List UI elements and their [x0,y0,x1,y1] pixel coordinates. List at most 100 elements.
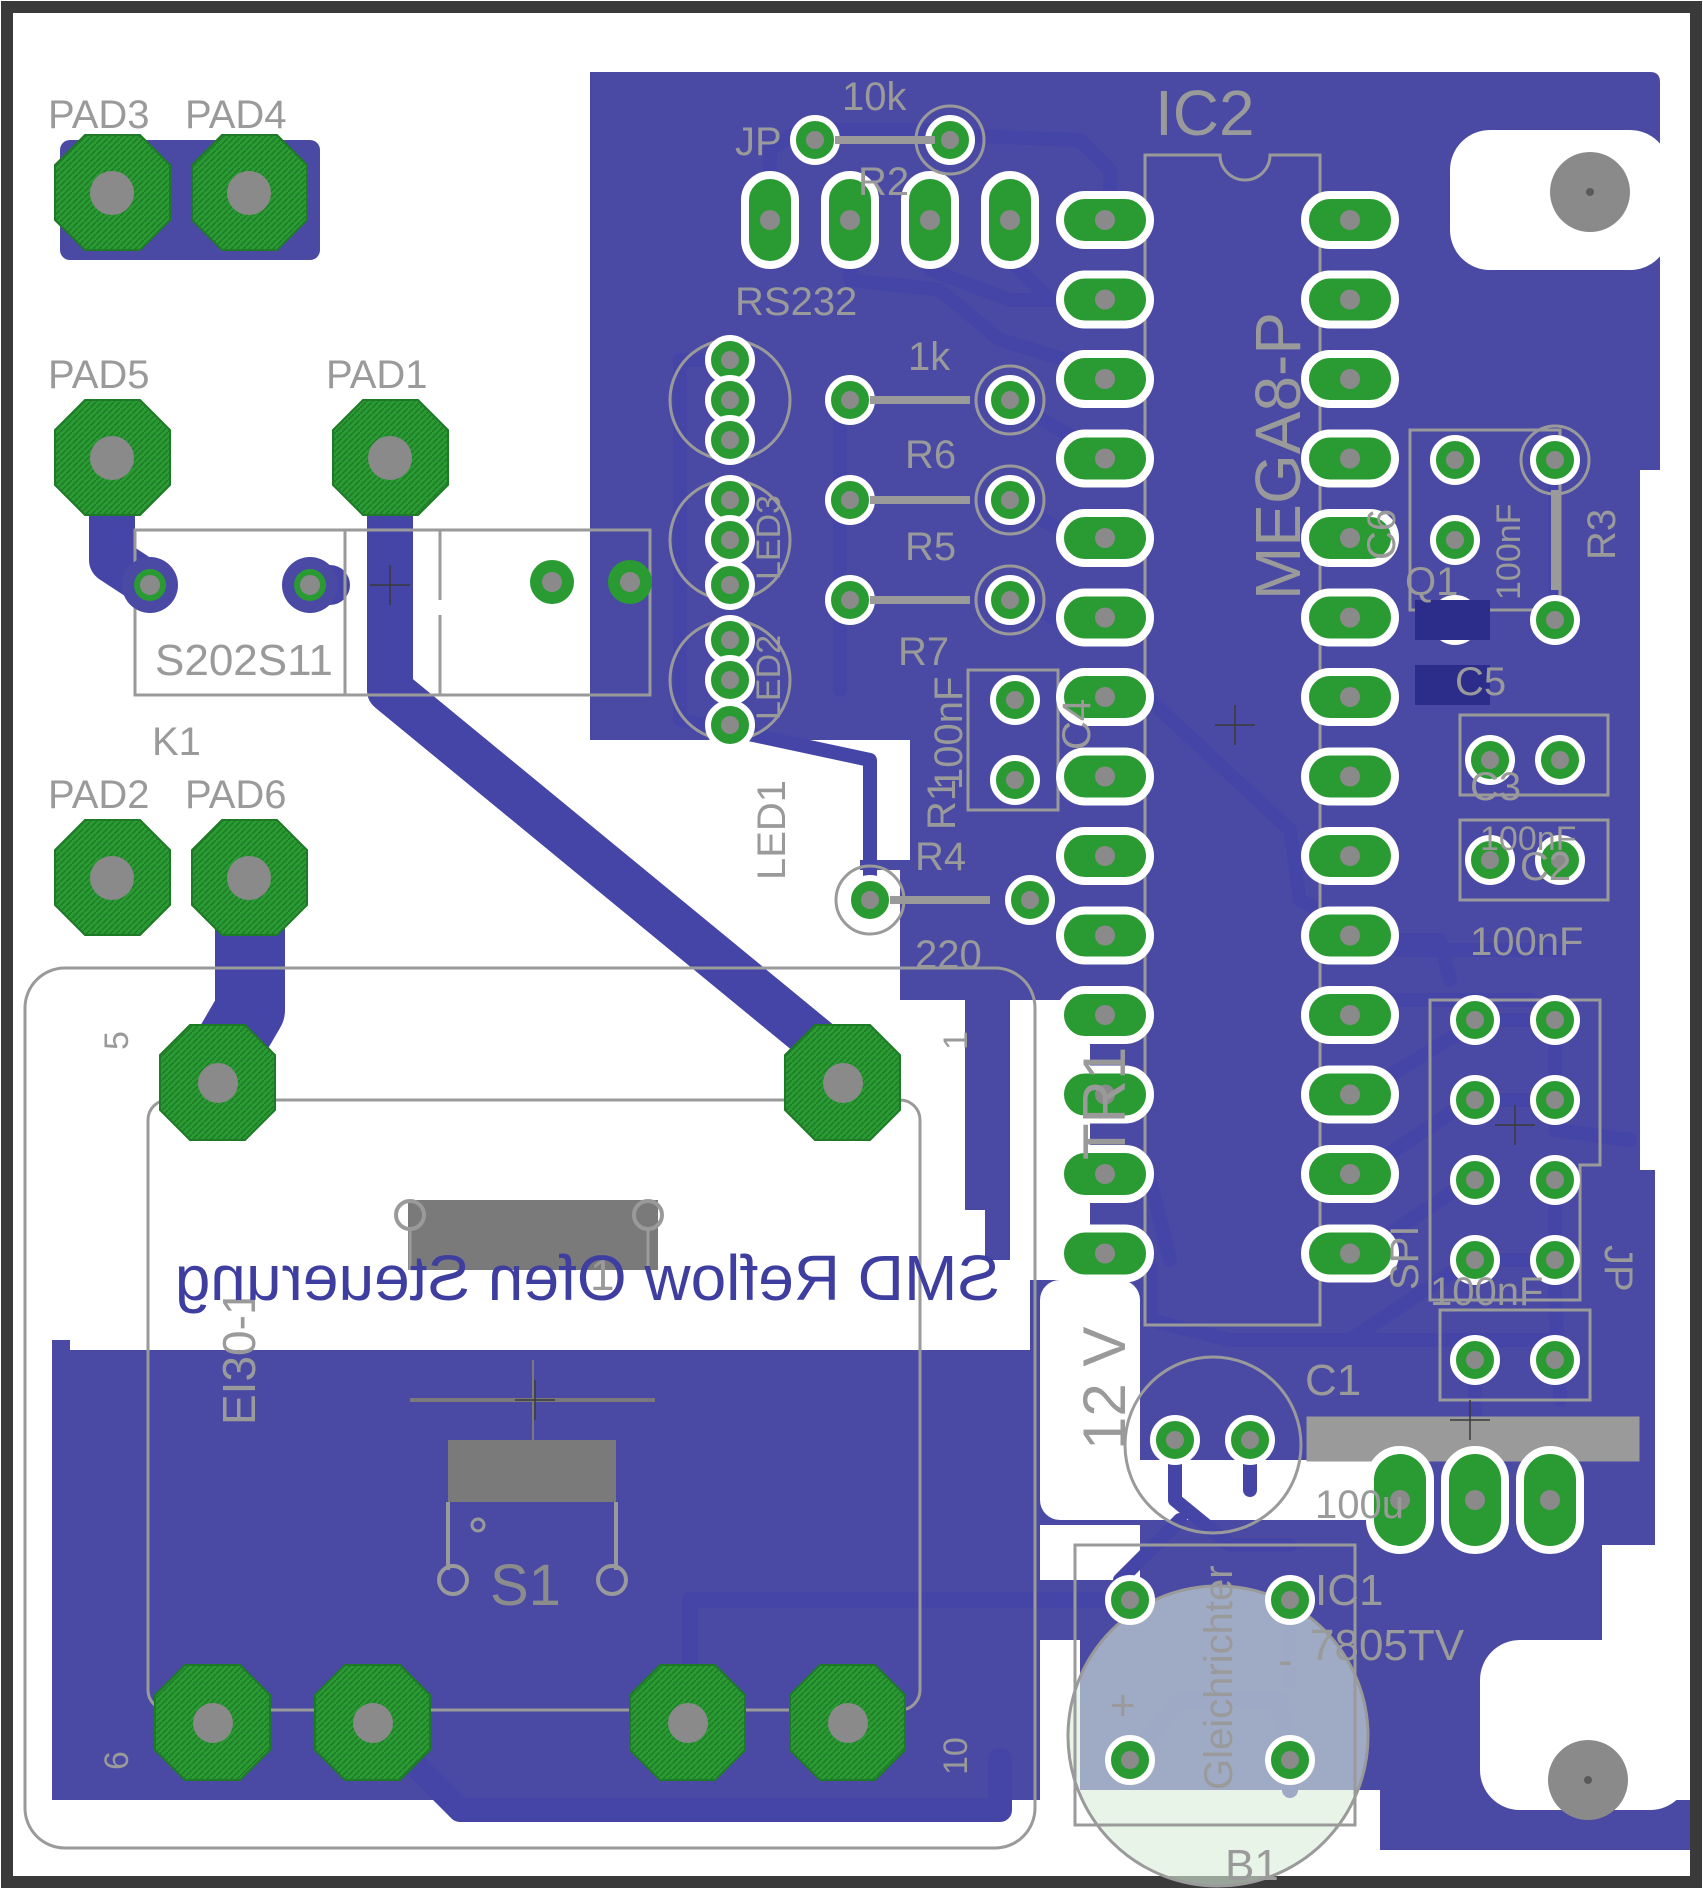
label-c100nf-a: 100nF [1490,504,1528,600]
label-led1: LED1 [750,780,794,880]
ic2-pin-right [1301,270,1399,329]
label-r220: 220 [915,933,982,977]
ic2-pin-right [1301,1145,1399,1203]
label-transformer: EI30-1 [213,1289,265,1425]
ic2-pin-right [1301,747,1399,806]
via-pad [1530,1235,1580,1285]
via-pad [990,675,1040,725]
via-pad [1530,1335,1580,1385]
via-pad [1465,835,1515,885]
ic2-pin-left [1056,350,1154,408]
via-pad [1530,1155,1580,1205]
via-pad [705,415,755,465]
ic2-pin-left [1056,509,1154,567]
via-pad [705,515,755,565]
label-ic2: IC2 [1155,77,1255,149]
label-c100nf-left: 100nF [927,677,971,790]
label-led2: LED2 [750,635,788,720]
label-pin6: 6 [98,1751,136,1770]
label-pad3: PAD3 [48,93,150,137]
via-pad [1530,1075,1580,1125]
transformer-pin-7 [314,1664,431,1781]
ic2-pin-left [1056,1145,1154,1203]
label-pad4: PAD4 [185,93,287,137]
transformer-pin-6 [154,1664,271,1781]
label-minus: - [1278,1636,1293,1685]
label-spi: SPI [1383,1226,1427,1290]
large-pads [54,134,1630,1820]
label-c6: C6 [1360,509,1404,560]
pad5-pad [54,399,171,516]
via-pad [1430,435,1480,485]
mounting-hole-bottom [1548,1740,1628,1820]
ic2-pin-left [1056,906,1154,965]
via-pad [1225,1415,1275,1465]
smd-capacitors [1415,600,1490,705]
rs232-header-pads [741,171,1039,269]
pad1-pad [332,399,449,516]
label-c4: C4 [1055,699,1099,750]
label-r6: R6 [905,433,956,477]
label-r2: R2 [858,160,909,204]
via-pad [825,375,875,425]
pad-ring [974,364,1046,436]
ic2-pin-left [1056,986,1154,1044]
label-pad6: PAD6 [185,773,287,817]
label-pin10: 10 [937,1737,975,1775]
via-pad [1530,595,1580,645]
label-b1: B1 [1225,1841,1279,1889]
origin-marks [370,565,1535,1440]
pad-ring [974,464,1046,536]
via-pad [985,475,1035,525]
label-k1: K1 [152,720,201,764]
via-pad [1105,1575,1155,1625]
via-pad [1265,1575,1315,1625]
label-r5: R5 [905,525,956,569]
regulator-pads [1366,1446,1584,1554]
via-pad [1430,515,1480,565]
via-pad [825,475,875,525]
label-s1: S1 [490,1553,561,1618]
resistor-bodies [835,136,1559,904]
pad3-pad [54,134,171,251]
label-c3: C3 [1470,765,1521,809]
ic2-pin-left [1056,191,1154,249]
via-pad [1450,1155,1500,1205]
label-ic1: IC1 [1315,1566,1383,1615]
via-pad [1005,875,1055,925]
ic2-pin-right [1301,827,1399,885]
transformer-pin-5 [159,1024,276,1141]
ic2-pin-right [1301,1065,1399,1124]
via-pad [1265,1735,1315,1785]
label-pin5: 5 [98,1031,136,1050]
label-r10k: 10k [842,75,907,119]
ic2-pin-left [1056,429,1154,488]
silkscreen-outlines [23,153,1640,1888]
label-c100nf-d: 100nF [1430,1270,1543,1314]
switch-s1-symbol [394,1199,664,1596]
via-pad [1450,1075,1500,1125]
via-pad [1150,1415,1200,1465]
ic2-pin-left [1056,588,1154,647]
label-q1: Q1 [1405,560,1458,604]
via-pad [705,655,755,705]
via-pad [1465,735,1515,785]
label-c1: C1 [1305,1356,1361,1405]
label-tr1: TR1 [1071,1047,1138,1160]
label-gleichrichter: Gleichrichter [1197,1565,1241,1790]
pad-ring [974,564,1046,636]
label-led3: LED3 [750,495,788,580]
label-mega: MEGA8-P [1242,312,1314,600]
via-pad [985,575,1035,625]
label-c5: C5 [1455,660,1506,704]
via-pad [985,375,1035,425]
ic2-pin-left [1056,747,1154,806]
label-r1: R1 [920,779,964,830]
via-pad [845,875,895,925]
pad2-pad [54,819,171,936]
label-7805: 7805TV [1310,1621,1465,1670]
ic2-pin-right [1301,509,1399,567]
label-plus: + [1110,1681,1136,1730]
via-pad [790,115,840,165]
